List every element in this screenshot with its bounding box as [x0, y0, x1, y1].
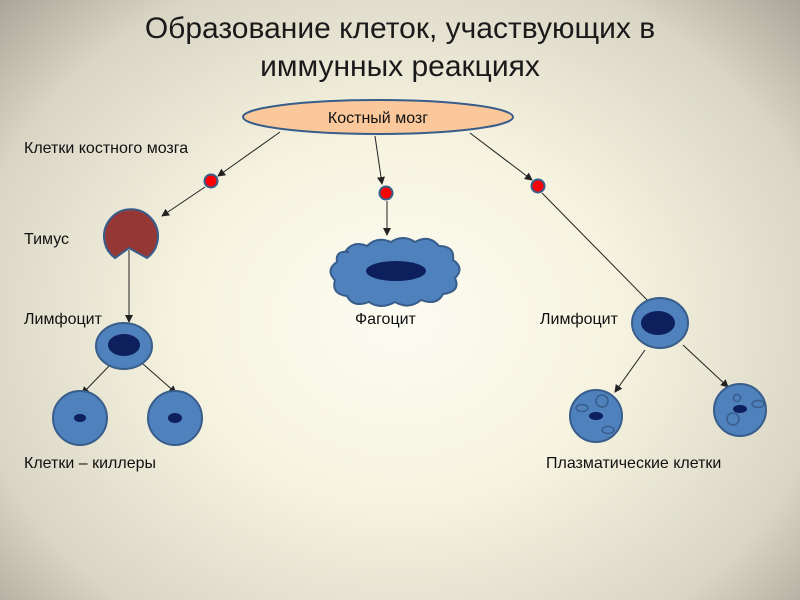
stem-cell — [530, 178, 546, 194]
plasma-cell — [713, 383, 767, 437]
bone-marrow-cells-label: Клетки костного мозга — [24, 140, 188, 157]
bone-marrow-node: Костный мозг — [242, 99, 514, 135]
arrow — [614, 349, 646, 393]
arrow — [541, 192, 655, 308]
arrow — [374, 135, 385, 185]
title-line-1: Образование клеток, участвующих в — [145, 12, 655, 45]
plasma-cell — [569, 389, 623, 443]
phagocyte-label: Фагоцит — [355, 311, 417, 328]
arrows — [81, 131, 729, 395]
stem-cells — [203, 173, 546, 201]
killer-cells-label: Клетки – киллеры — [24, 455, 156, 472]
phagocyte-cell — [329, 237, 461, 307]
killer-cell — [147, 390, 203, 446]
plasma-cells-label: Плазматические клетки — [546, 455, 721, 472]
stem-cell — [203, 173, 219, 189]
title-line-2: иммунных реакциях — [260, 50, 540, 83]
arrow — [469, 132, 533, 181]
stem-cell — [378, 185, 394, 201]
arrow — [682, 344, 729, 388]
lymphocyte-left-label: Лимфоцит — [24, 311, 103, 328]
arrow — [217, 131, 281, 177]
thymus-shape — [103, 208, 159, 260]
killer-cell — [52, 390, 108, 446]
lymphocyte-right — [631, 297, 689, 349]
arrow — [142, 363, 177, 394]
lymphocyte-right-label: Лимфоцит — [540, 311, 619, 328]
bone-marrow-label: Костный мозг — [328, 110, 428, 127]
arrow — [161, 186, 206, 217]
arrow — [81, 364, 111, 395]
lymphocyte-left — [95, 322, 153, 370]
thymus-label: Тимус — [24, 231, 69, 248]
